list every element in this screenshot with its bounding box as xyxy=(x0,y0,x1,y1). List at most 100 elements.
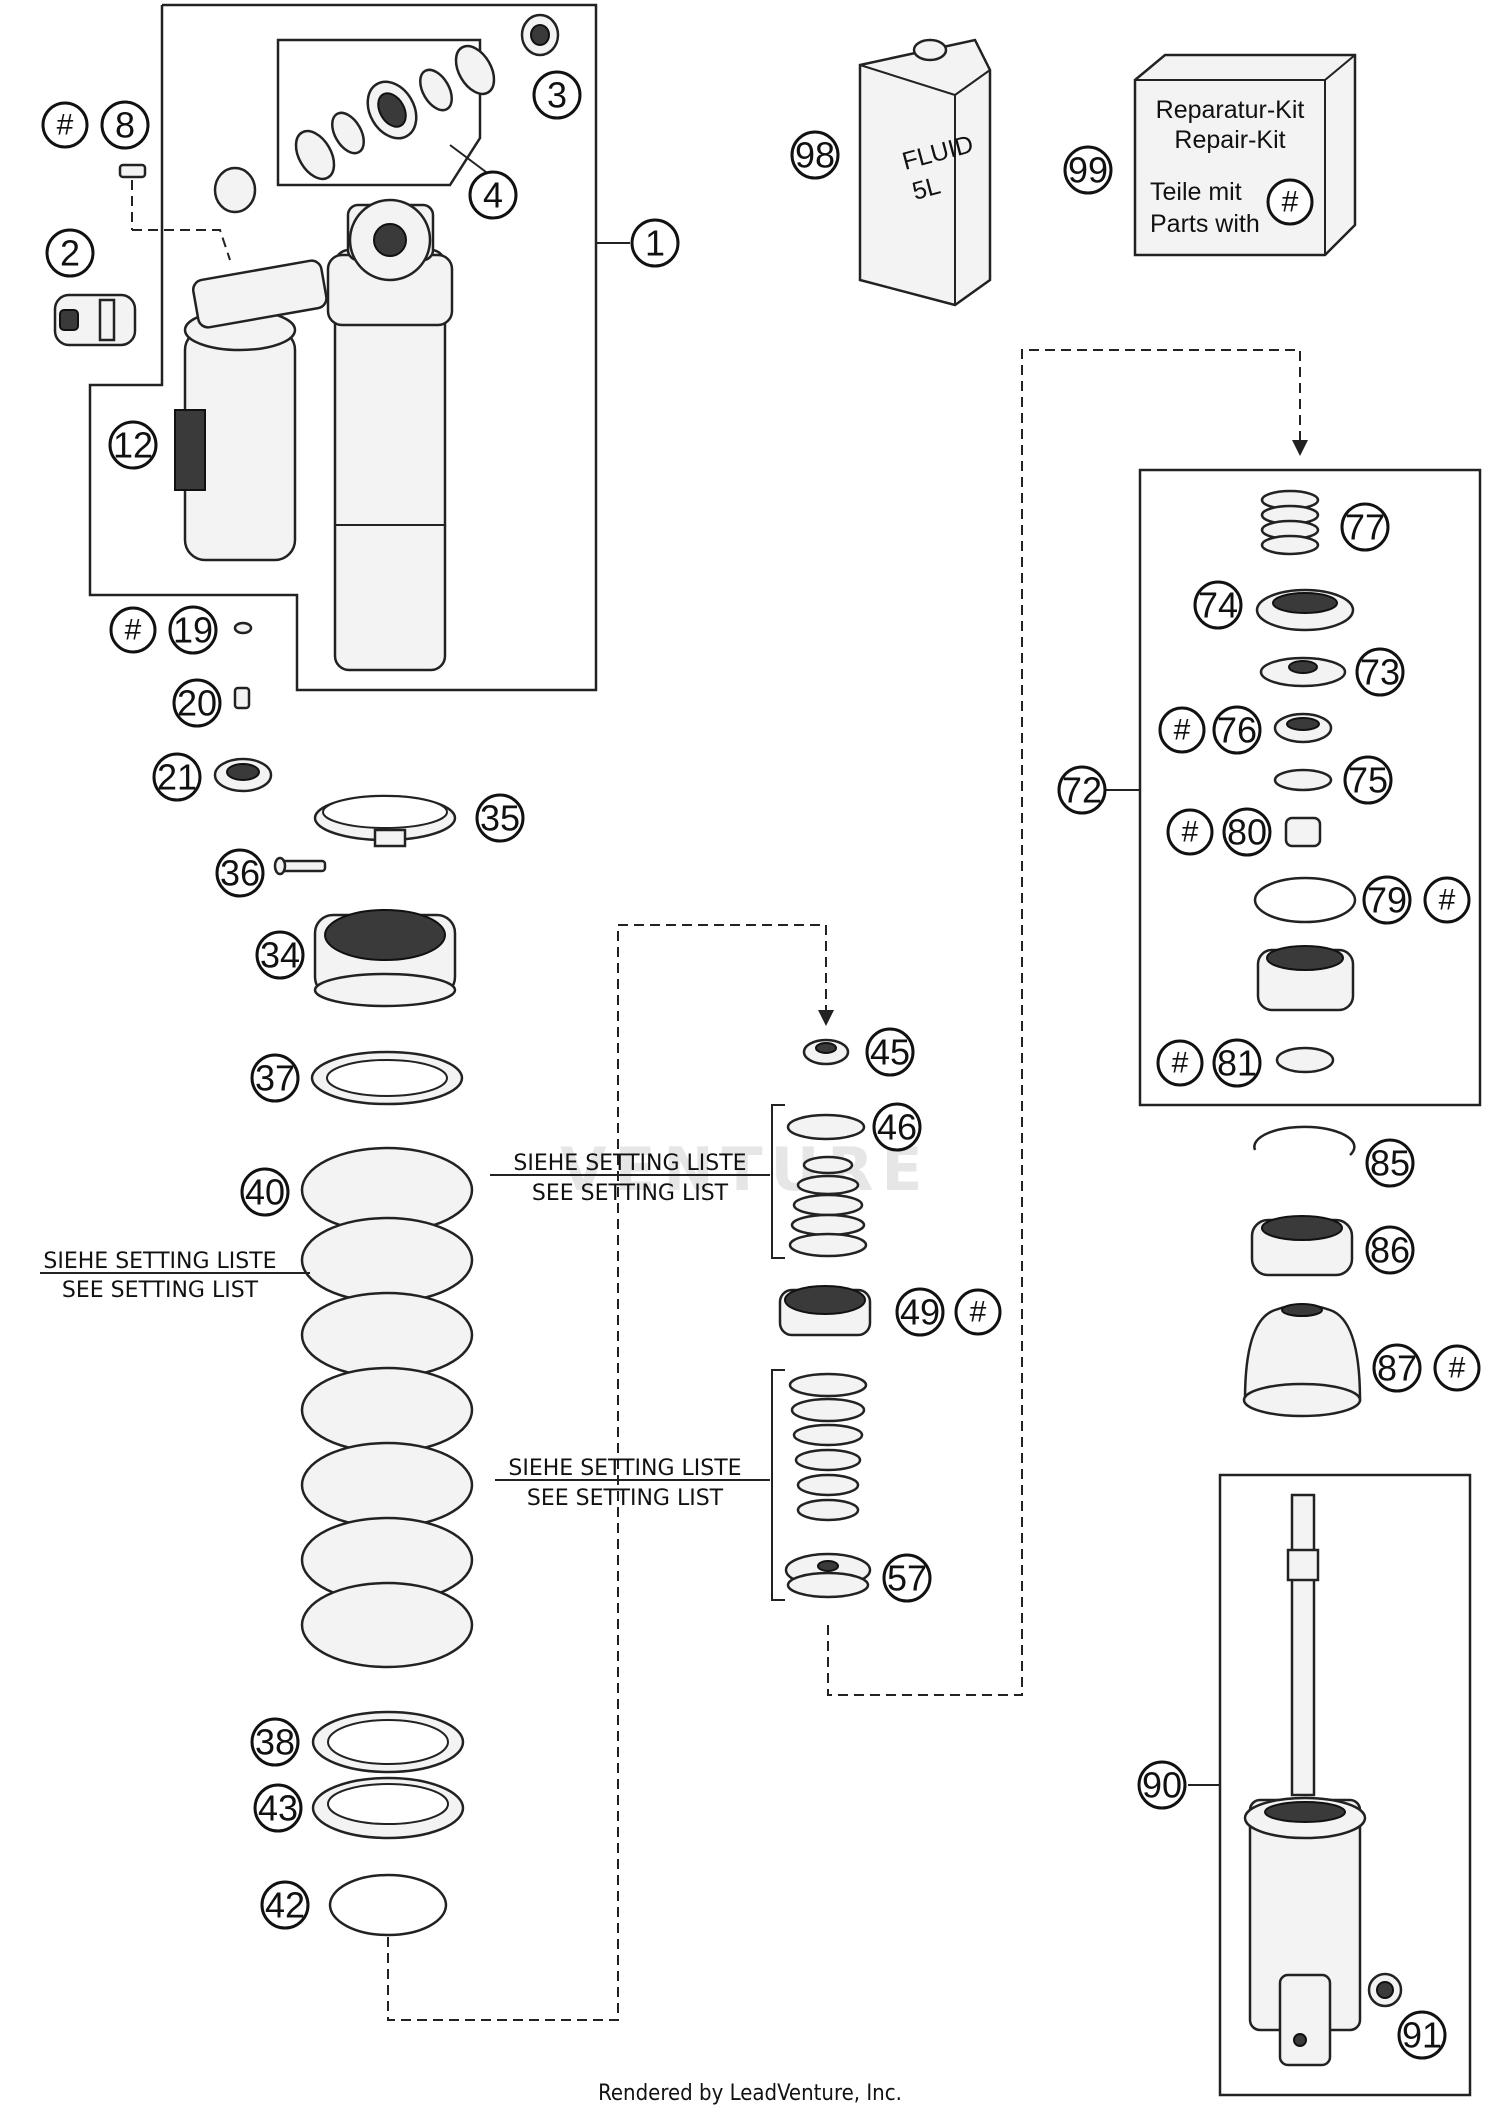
svg-text:79: 79 xyxy=(1367,880,1407,921)
callout-72: 72 xyxy=(1057,765,1107,815)
svg-text:49: 49 xyxy=(900,1292,940,1333)
shim-stack-lower xyxy=(771,1369,868,1601)
svg-text:40: 40 xyxy=(245,1172,285,1213)
part-86-cap xyxy=(1250,1215,1354,1277)
part-46-washer xyxy=(786,1113,866,1141)
callout-73: 73 xyxy=(1355,647,1405,697)
callout-42: 42 xyxy=(260,1880,310,1930)
callout-77: 77 xyxy=(1340,502,1390,552)
callout-80: 80 xyxy=(1222,807,1272,857)
callout-4: 4 xyxy=(468,170,518,220)
callout-36: 36 xyxy=(215,848,265,898)
repair-kit-line1: Reparatur-Kit xyxy=(1156,96,1305,124)
part-90-piston-rod xyxy=(1243,1493,1367,2067)
callout-8: 8 xyxy=(100,100,150,150)
setting-note-mid-lower: SIEHE SETTING LISTE SEE SETTING LIST xyxy=(495,1456,770,1511)
setting-note-line2: SEE SETTING LIST xyxy=(62,1278,259,1303)
part-49-piston xyxy=(778,1285,872,1337)
part-74-spring-seat xyxy=(1255,588,1355,632)
svg-text:98: 98 xyxy=(795,135,835,176)
part-20-screw xyxy=(233,686,251,710)
svg-text:#: # xyxy=(57,109,74,142)
svg-text:80: 80 xyxy=(1227,812,1267,853)
svg-text:90: 90 xyxy=(1142,1765,1182,1806)
callout-86: 86 xyxy=(1365,1225,1415,1275)
flow-path-right xyxy=(827,349,1301,1696)
svg-text:91: 91 xyxy=(1402,2015,1442,2056)
hash-marker-80: # xyxy=(1166,808,1214,856)
part-75-washer xyxy=(1273,768,1333,792)
part-36-screw xyxy=(273,856,327,876)
setting-note-left: SIEHE SETTING LISTE SEE SETTING LIST xyxy=(40,1249,310,1303)
svg-text:43: 43 xyxy=(258,1788,298,1829)
hash-marker-19: # xyxy=(109,606,157,654)
svg-text:85: 85 xyxy=(1370,1143,1410,1184)
hash-marker-repair-kit: # xyxy=(1266,178,1314,226)
svg-text:8: 8 xyxy=(115,105,135,146)
part-45-nut xyxy=(802,1038,850,1066)
svg-text:#: # xyxy=(1172,1047,1189,1080)
svg-text:57: 57 xyxy=(887,1558,927,1599)
part-77-spring xyxy=(1260,489,1320,556)
part-12-reservoir xyxy=(174,259,328,562)
svg-text:2: 2 xyxy=(60,233,80,274)
part-98-fluid-can: FLUID 5L xyxy=(858,38,992,307)
callout-57: 57 xyxy=(882,1553,932,1603)
callout-3: 3 xyxy=(532,70,582,120)
svg-text:45: 45 xyxy=(870,1032,910,1073)
seal-kit-frame xyxy=(276,38,482,187)
callout-40: 40 xyxy=(240,1167,290,1217)
part-35-lock-ring xyxy=(313,794,457,848)
part-3-cap xyxy=(520,13,560,57)
svg-text:3: 3 xyxy=(547,75,567,116)
svg-text:12: 12 xyxy=(113,425,153,466)
svg-text:#: # xyxy=(125,614,142,647)
svg-text:75: 75 xyxy=(1348,760,1388,801)
callout-91: 91 xyxy=(1397,2010,1447,2060)
svg-text:81: 81 xyxy=(1217,1043,1257,1084)
svg-text:#: # xyxy=(1174,714,1191,747)
seal-head xyxy=(1256,945,1355,1012)
setting-note-line2: SEE SETTING LIST xyxy=(532,1181,729,1206)
flow-path-left xyxy=(387,924,827,2021)
svg-text:1: 1 xyxy=(645,223,665,264)
seal-kit-parts xyxy=(294,44,496,181)
callout-85: 85 xyxy=(1365,1138,1415,1188)
part-79-ring xyxy=(1253,876,1357,924)
callout-74: 74 xyxy=(1193,580,1243,630)
svg-text:#: # xyxy=(1182,816,1199,849)
callout-21: 21 xyxy=(152,752,202,802)
svg-text:38: 38 xyxy=(255,1722,295,1763)
hash-marker-76: # xyxy=(1158,706,1206,754)
svg-text:#: # xyxy=(970,1296,987,1329)
reservoir-cap xyxy=(213,166,257,214)
svg-text:73: 73 xyxy=(1360,652,1400,693)
setting-note-mid-upper: SIEHE SETTING LISTE SEE SETTING LIST xyxy=(490,1151,770,1206)
svg-text:87: 87 xyxy=(1377,1348,1417,1389)
svg-text:46: 46 xyxy=(877,1107,917,1148)
callout-49: 49 xyxy=(895,1287,945,1337)
callout-2: 2 xyxy=(45,228,95,278)
part-91-bushing xyxy=(1367,1972,1403,2008)
part-85-circlip xyxy=(1253,1125,1356,1156)
part-72-frame xyxy=(1138,468,1482,1107)
repair-kit-line4: Parts with xyxy=(1150,210,1260,238)
part-42-ring xyxy=(328,1873,448,1937)
svg-text:42: 42 xyxy=(265,1885,305,1926)
callout-20: 20 xyxy=(172,678,222,728)
part-21-cap xyxy=(213,757,273,793)
part-99-repair-kit: Reparatur-Kit Repair-Kit Teile mit Parts… xyxy=(1133,53,1357,257)
part-2-adjuster xyxy=(53,293,137,347)
footer-credit: Rendered by LeadVenture, Inc. xyxy=(598,2081,902,2106)
svg-text:20: 20 xyxy=(177,683,217,724)
svg-text:#: # xyxy=(1449,1352,1466,1385)
hash-marker-8: # xyxy=(41,101,89,149)
part-76-seal xyxy=(1273,712,1333,744)
callout-12: 12 xyxy=(108,420,158,470)
part-81-washer xyxy=(1275,1046,1335,1074)
callout-1: 1 xyxy=(630,218,680,268)
hash-marker-87: # xyxy=(1433,1344,1481,1392)
svg-text:4: 4 xyxy=(483,175,503,216)
setting-note-line1: SIEHE SETTING LISTE xyxy=(513,1151,746,1176)
